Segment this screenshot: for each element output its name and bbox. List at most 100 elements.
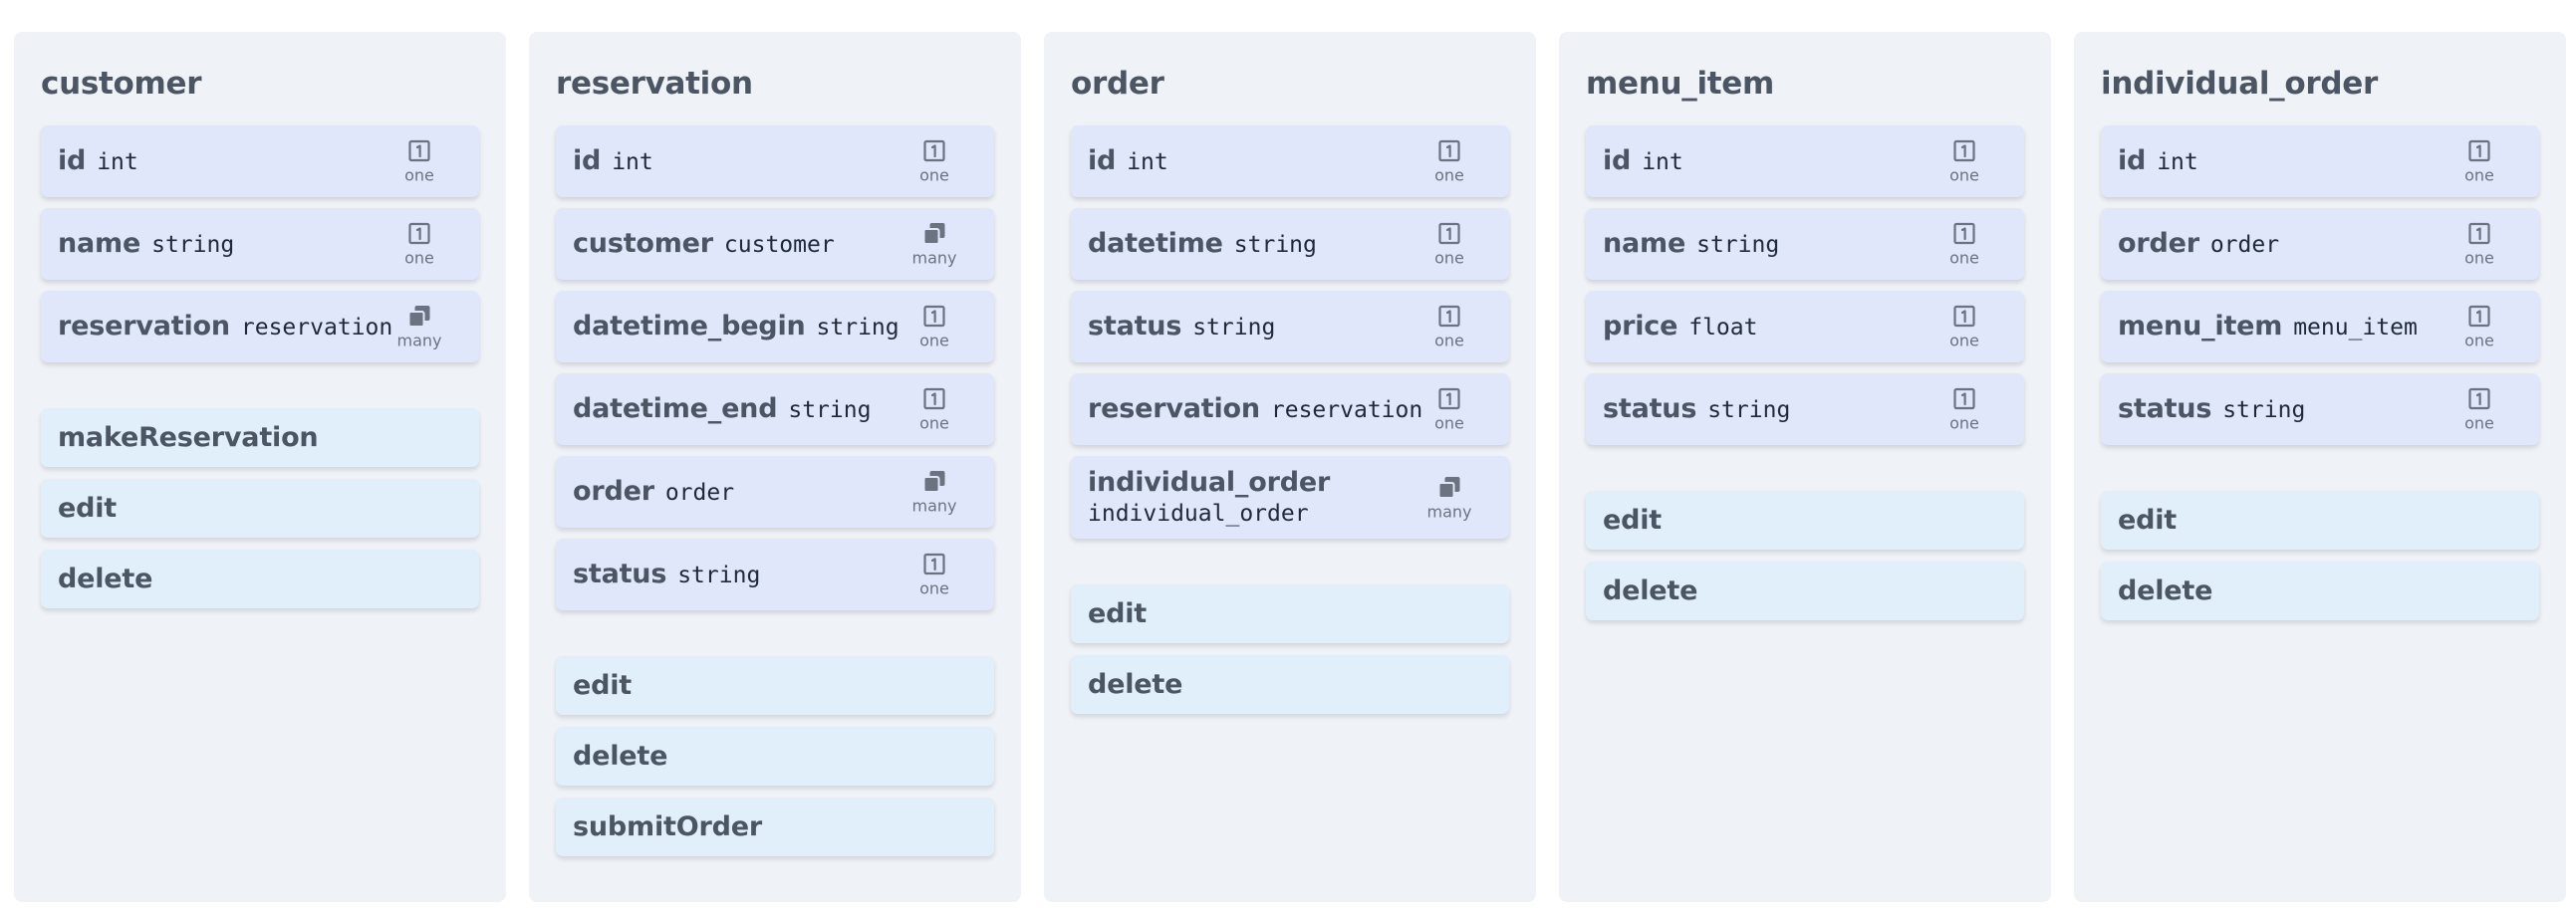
field-name: menu_item [2118,310,2283,342]
cardinality-label: one [404,165,434,185]
cardinality-label: one [2464,413,2494,433]
method-button-delete[interactable]: delete [41,550,479,608]
method-button-delete[interactable]: delete [1586,562,2024,620]
field-name: order [2118,227,2199,259]
square-one-icon [1436,386,1462,412]
field-name: id [2118,144,2147,176]
field-type: order [2209,231,2280,258]
square-one-icon [1951,138,1977,164]
cardinality-indicator: one [1934,221,1994,268]
entity-title: individual_order [2101,66,2378,102]
field-type: menu_item [2293,314,2418,341]
field-name: reservation [58,310,230,342]
cardinality-indicator: one [389,138,449,185]
method-button-edit[interactable]: edit [556,656,994,715]
method-button-delete[interactable]: delete [2101,562,2539,620]
cardinality-label: one [1434,331,1464,350]
field-name: name [58,227,141,259]
cardinality-indicator: one [1934,138,1994,185]
cardinality-label: many [396,331,442,350]
field-type: string [1233,231,1317,258]
field-name: customer [573,227,713,259]
field-name: status [2118,392,2212,424]
field-name: individual_order [1088,466,1331,498]
entity-title: menu_item [1586,66,1775,102]
field-text: customer customer [573,228,835,261]
square-one-icon [1436,221,1462,247]
cardinality-indicator: one [1934,386,1994,433]
cardinality-indicator: one [1419,386,1479,433]
field-type: int [612,148,653,175]
stacked-squares-icon [406,304,432,330]
method-list: edit delete [2101,491,2539,620]
method-button-edit[interactable]: edit [1586,491,2024,550]
cardinality-indicator: many [904,469,964,516]
method-button-submitorder[interactable]: submitOrder [556,798,994,856]
cardinality-indicator: one [1419,221,1479,268]
field-name: id [573,144,602,176]
method-button-edit[interactable]: edit [41,479,479,538]
field-name: name [1603,227,1686,259]
field-type: float [1688,314,1758,341]
square-one-icon [921,138,947,164]
method-button-delete[interactable]: delete [1071,655,1509,714]
square-one-icon [921,386,947,412]
method-button-edit[interactable]: edit [2101,491,2539,550]
field-type: string [151,231,235,258]
square-one-icon [1951,304,1977,330]
field-type: int [1127,148,1168,175]
field-name: status [1088,310,1182,342]
cardinality-label: one [919,331,949,350]
field-name: status [573,558,667,589]
cardinality-label: one [1949,413,1979,433]
field-name: datetime [1088,227,1223,259]
square-one-icon [921,552,947,577]
cardinality-label: one [2464,331,2494,350]
method-button-delete[interactable]: delete [556,727,994,786]
cardinality-indicator: one [2449,138,2509,185]
field-type: int [1642,148,1683,175]
field-type: customer [723,231,835,258]
cardinality-label: one [1434,248,1464,268]
method-button-edit[interactable]: edit [1071,584,1509,643]
field-row[interactable]: datetime string one [1071,208,1509,280]
field-name: datetime_begin [573,310,806,342]
method-button-makereservation[interactable]: makeReservation [41,408,479,467]
field-type: string [1707,396,1791,423]
